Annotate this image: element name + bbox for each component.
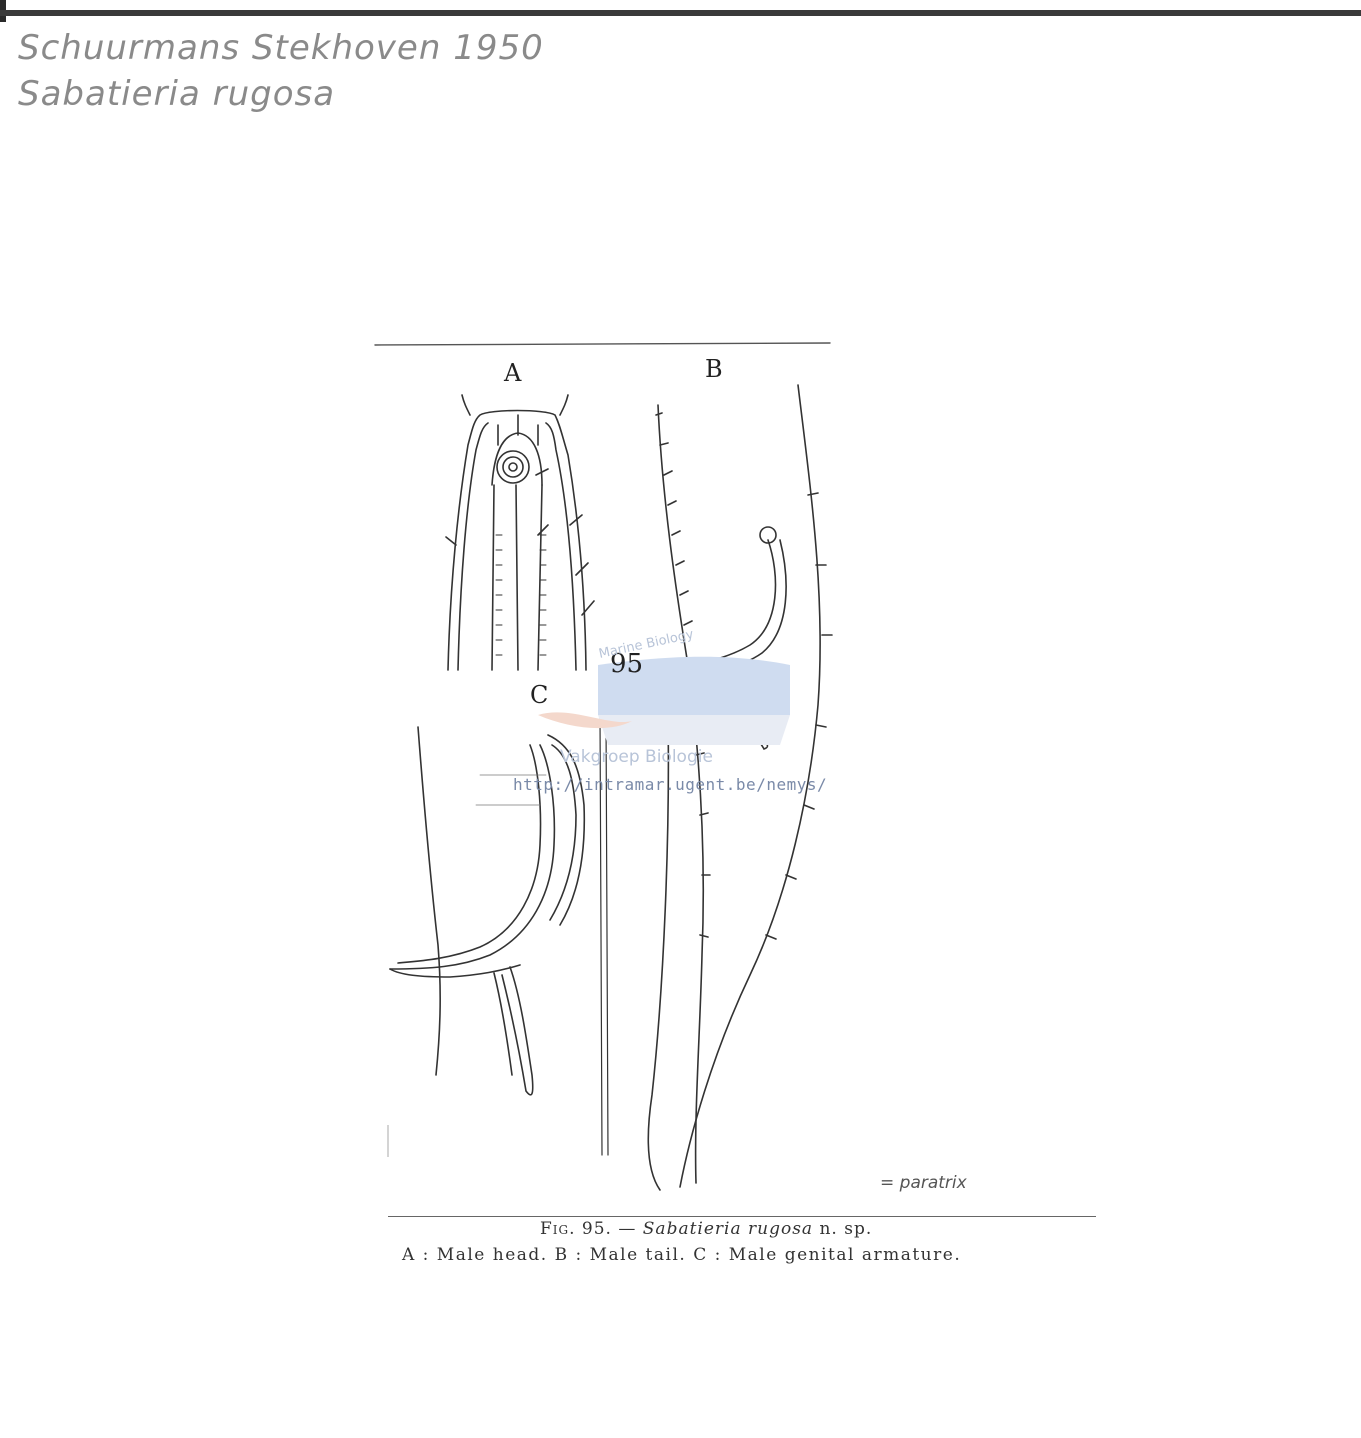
caption-dash: —: [611, 1219, 643, 1239]
plate-top-rule: [374, 342, 831, 346]
handwritten-author-note: Schuurmans Stekhoven 1950: [18, 28, 544, 68]
figure-plate: A B C 95 Marine Biology Vakgroep Biologi…: [370, 335, 1110, 1215]
panel-a-male-head: [445, 394, 595, 671]
panel-c-genital-armature: [389, 726, 586, 1096]
handwritten-species-note: Sabatieria rugosa: [18, 74, 336, 114]
caption-fig-label: Fig. 95.: [540, 1219, 612, 1239]
pencil-note: = paratrix: [880, 1173, 967, 1193]
caption-rule: [388, 1216, 1096, 1217]
watermark-group-text: Vakgroep Biologie: [560, 747, 713, 767]
figure-number: 95: [610, 649, 644, 679]
watermark-url: http://intramar.ugent.be/nemys/: [513, 775, 828, 794]
panel-c-label: C: [530, 681, 549, 709]
figure-caption-title: Fig. 95. — Sabatieria rugosa n. sp.: [540, 1219, 872, 1239]
caption-status: n. sp.: [813, 1219, 873, 1239]
figure-drawing: [374, 342, 833, 1191]
panel-b-label: B: [705, 355, 723, 383]
caption-species: Sabatieria rugosa: [642, 1219, 814, 1239]
watermark-graphic: [538, 656, 790, 745]
scan-top-border: [0, 10, 1361, 16]
panel-a-label: A: [504, 359, 522, 387]
figure-caption-legend: A : Male head. B : Male tail. C : Male g…: [402, 1245, 962, 1265]
